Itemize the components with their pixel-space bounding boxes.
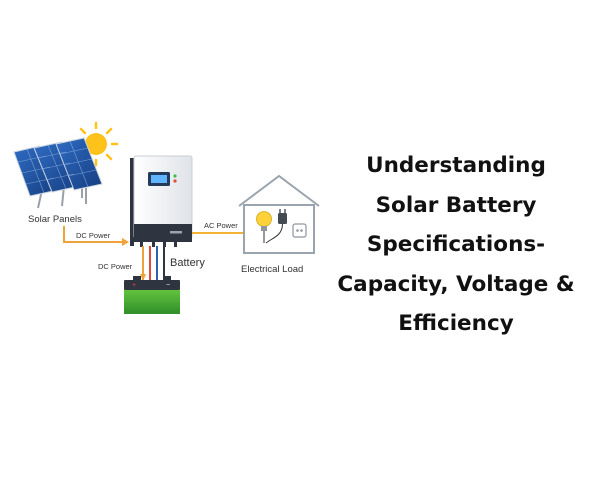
light-bulb-icon — [256, 211, 272, 243]
ac-power-label: AC Power — [204, 221, 238, 230]
svg-text:−: − — [166, 282, 170, 289]
wall-socket-icon — [292, 223, 307, 238]
solar-panels-label: Solar Panels — [28, 214, 82, 225]
heading-line-4: Capacity, Voltage & — [337, 271, 575, 297]
battery-icon: + − — [124, 276, 180, 314]
battery-cables — [140, 246, 165, 281]
electrical-load-label: Electrical Load — [241, 264, 303, 275]
dc-power-label-top: DC Power — [76, 231, 111, 240]
heading-line-3: Specifications- — [366, 232, 546, 257]
svg-text:+: + — [132, 282, 136, 289]
solar-panel-icon — [13, 137, 103, 209]
page-heading: Understanding Solar Battery Specificatio… — [318, 146, 594, 344]
heading-line-1: Understanding — [366, 153, 546, 178]
dc-power-label-side: DC Power — [98, 262, 133, 271]
battery-label: Battery — [170, 257, 205, 269]
heading-line-2: Solar Battery — [375, 192, 537, 218]
heading-line-5: Efficiency — [398, 311, 514, 336]
dc-power-arrow-top — [63, 226, 129, 246]
inverter-icon — [130, 155, 193, 247]
plug-icon — [265, 209, 287, 244]
